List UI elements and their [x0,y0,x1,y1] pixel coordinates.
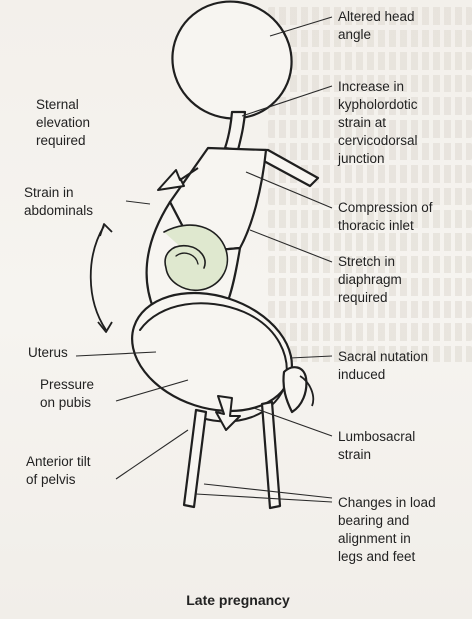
label-sacral-nutation: Sacral nutation induced [338,348,428,384]
label-kypholordotic-strain: Increase in kypholordotic strain at cerv… [338,78,418,168]
label-load-bearing: Changes in load bearing and alignment in… [338,494,436,566]
label-pressure-pubis: Pressure on pubis [40,376,94,412]
label-anterior-tilt-pelvis: Anterior tilt of pelvis [26,453,91,489]
label-strain-abdominals: Strain in abdominals [24,184,93,220]
label-uterus: Uterus [28,344,68,362]
left-leg [184,410,206,507]
label-diaphragm: Stretch in diaphragm required [338,253,402,307]
label-lumbosacral-strain: Lumbosacral strain [338,428,415,464]
label-altered-head-angle: Altered head angle [338,8,415,44]
label-sternal-elevation: Sternal elevation required [36,96,90,150]
abdominal-arrow [91,226,106,330]
label-thoracic-inlet: Compression of thoracic inlet [338,199,433,235]
figure-caption: Late pregnancy [158,592,318,608]
sacrum-shape [283,367,306,412]
